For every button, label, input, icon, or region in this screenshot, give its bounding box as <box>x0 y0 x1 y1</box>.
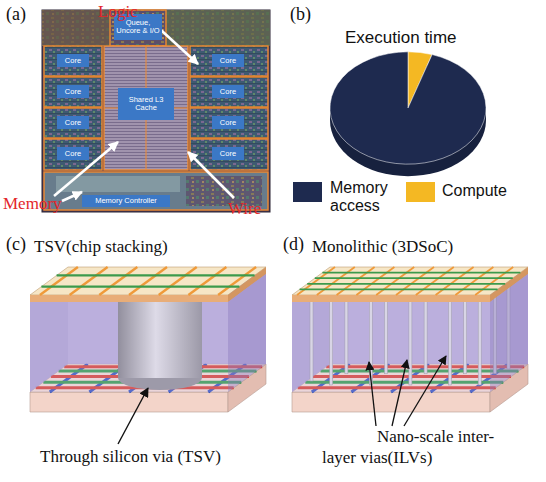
chip-block: Memory Controller <box>82 195 170 207</box>
chip-block: Shared L3 Cache <box>118 88 174 120</box>
block-label: Shared L3 Cache <box>119 96 173 112</box>
block-label: Core <box>220 150 236 158</box>
monolithic-stack <box>322 272 520 274</box>
tsv-stack <box>188 267 226 295</box>
die-photo <box>190 77 268 107</box>
tsv-stack <box>41 285 239 287</box>
panel-label: (b) <box>290 4 311 25</box>
die-photo <box>44 77 102 107</box>
chip-block: Core <box>57 54 89 67</box>
tsv-stack <box>159 267 197 295</box>
die-photo <box>42 10 270 46</box>
block-label: Queue, Uncore & I/O <box>115 19 161 35</box>
leader-arrow <box>369 356 446 426</box>
callout-label: Logic <box>98 1 138 22</box>
leader-arrow <box>118 388 148 444</box>
tsv-stack <box>99 267 137 295</box>
panel-label: Nano-scale inter-layer vias(ILVs) <box>322 426 512 468</box>
die-photo <box>104 46 188 170</box>
chip-block: Core <box>57 116 89 129</box>
monolithic-stack <box>490 274 528 392</box>
monolithic-stack <box>292 302 490 392</box>
pie-chart <box>330 52 486 176</box>
monolithic-stack <box>292 267 528 412</box>
monolithic-stack <box>300 288 498 290</box>
panel-label: (c) <box>6 234 26 255</box>
monolithic-stack <box>297 267 520 295</box>
monolithic-stack <box>376 267 414 295</box>
block-label: Core <box>65 119 81 127</box>
legend-text: Memory access <box>330 179 406 215</box>
tsv-stack <box>40 267 256 295</box>
pie-slice <box>330 52 486 164</box>
die-photo <box>44 46 102 76</box>
die-photo <box>44 108 102 138</box>
die-photo <box>42 10 270 212</box>
block-label: Core <box>220 88 236 96</box>
die-photo <box>166 10 270 46</box>
monolithic-stack <box>396 267 434 295</box>
callout-label: Wire <box>228 198 261 219</box>
die-photo <box>44 139 102 170</box>
monolithic-stack <box>416 267 454 295</box>
chip-block: Core <box>212 116 244 129</box>
tsv-stack <box>129 267 167 295</box>
die-photo <box>190 108 268 138</box>
tsv-stack <box>57 274 255 276</box>
panel-label: (a) <box>6 4 26 25</box>
die-photo <box>42 10 270 212</box>
callout-arrow <box>54 142 118 196</box>
panel-label: Through silicon via (TSV) <box>40 446 221 467</box>
callout-arrow <box>62 192 82 201</box>
monolithic-stack <box>356 267 394 295</box>
leader-arrow <box>404 356 446 426</box>
monolithic-stack <box>317 267 355 295</box>
block-label: Core <box>220 119 236 127</box>
legend-text: Compute <box>442 182 532 200</box>
block-label: Core <box>65 88 81 96</box>
tsv-stack <box>30 267 266 444</box>
monolithic-stack <box>337 267 375 295</box>
chip-block: Core <box>212 147 244 160</box>
die-photo <box>44 46 268 210</box>
leader-arrow <box>392 360 407 426</box>
panel-label: (d) <box>283 234 304 255</box>
chip-block: Core <box>57 147 89 160</box>
callout-arrow <box>54 20 234 201</box>
monolithic-stack <box>307 283 505 285</box>
legend-swatch <box>406 182 435 202</box>
block-label: Core <box>220 57 236 65</box>
tsv-stack <box>30 267 266 302</box>
monolithic-stack <box>436 267 474 295</box>
chip-block: Core <box>57 85 89 98</box>
chip-block: Core <box>212 54 244 67</box>
tsv-stack <box>70 267 108 295</box>
monolithic-stack <box>455 267 493 295</box>
monolithic-stack <box>292 267 528 302</box>
block-label: Core <box>65 150 81 158</box>
chip-block: Core <box>212 85 244 98</box>
monolithic-stack <box>297 267 335 295</box>
tsv-stack <box>40 267 78 295</box>
panel-label: TSV(chip stacking) <box>34 236 168 257</box>
block-label: Core <box>65 57 81 65</box>
callout-label: Memory <box>3 193 62 214</box>
panel-label: Monolithic (3DSoC) <box>312 236 453 257</box>
legend-swatch <box>293 182 322 202</box>
monolithic-stack <box>315 277 513 279</box>
tsv-stack <box>228 274 266 392</box>
tsv-stack <box>30 302 228 392</box>
leader-arrow <box>369 362 376 426</box>
die-photo <box>190 46 268 76</box>
block-label: Memory Controller <box>95 197 157 205</box>
panel-label: Execution time <box>345 27 457 48</box>
